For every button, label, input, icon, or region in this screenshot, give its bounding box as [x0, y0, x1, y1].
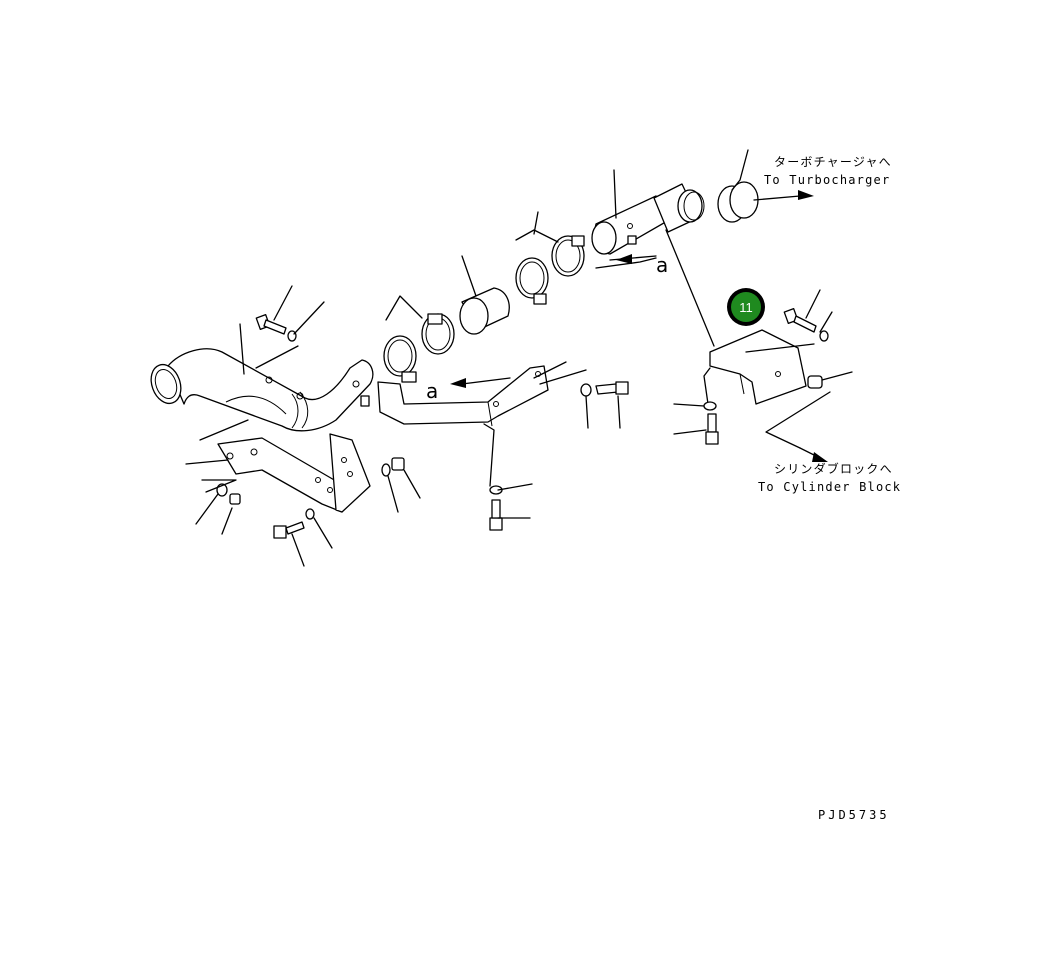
direction-arrows	[450, 190, 828, 462]
hose-clamp-pair-left	[383, 313, 455, 383]
elbow-pipe	[150, 348, 374, 432]
fasteners	[216, 308, 829, 539]
rubber-hose	[459, 287, 510, 335]
cylinder-block-bracket	[703, 329, 807, 405]
upper-tube	[591, 183, 715, 347]
turbo-clamp	[717, 181, 759, 223]
turbo-label-en: To Turbocharger	[764, 173, 890, 187]
leader-lines	[185, 149, 853, 567]
part-callout-badge[interactable]: 11	[727, 288, 765, 326]
turbo-label-jp: ターボチャージャへ	[774, 155, 892, 169]
drawing-code: PJD5735	[818, 808, 890, 822]
hose-clamp-pair-right	[515, 235, 585, 305]
cylinder-label-jp: シリンダブロックへ	[774, 461, 893, 476]
callout-number: 11	[739, 300, 753, 315]
arrow-label-a-upper: a	[656, 253, 668, 277]
cylinder-label-en: To Cylinder Block	[758, 480, 901, 494]
arrow-label-a-lower: a	[426, 379, 438, 403]
bracket-plate	[217, 433, 371, 513]
